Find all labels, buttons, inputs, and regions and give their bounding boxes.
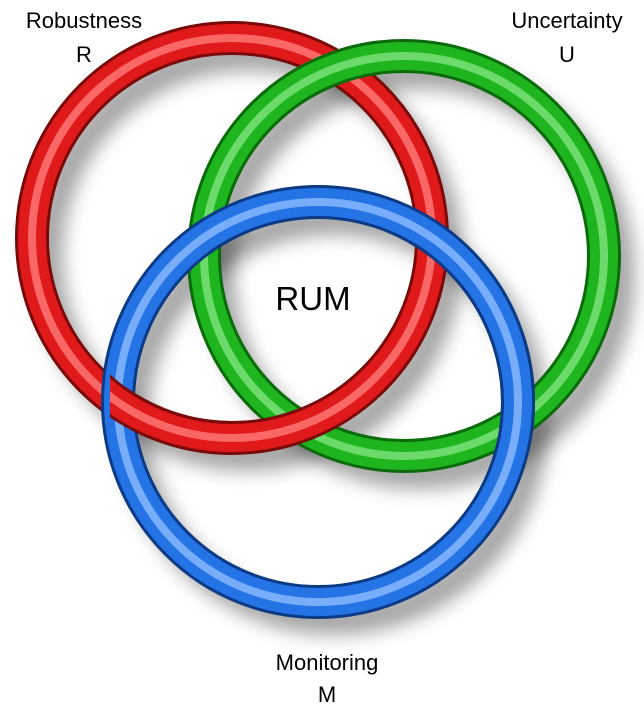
uncertainty-letter: U <box>559 42 575 67</box>
center-label: RUM <box>275 280 350 317</box>
monitoring-title: Monitoring <box>276 650 379 675</box>
robustness-title: Robustness <box>26 8 142 33</box>
robustness-letter: R <box>76 42 92 67</box>
uncertainty-title: Uncertainty <box>511 8 622 33</box>
blue-over-green-patch <box>454 280 535 430</box>
monitoring-letter: M <box>318 682 336 707</box>
